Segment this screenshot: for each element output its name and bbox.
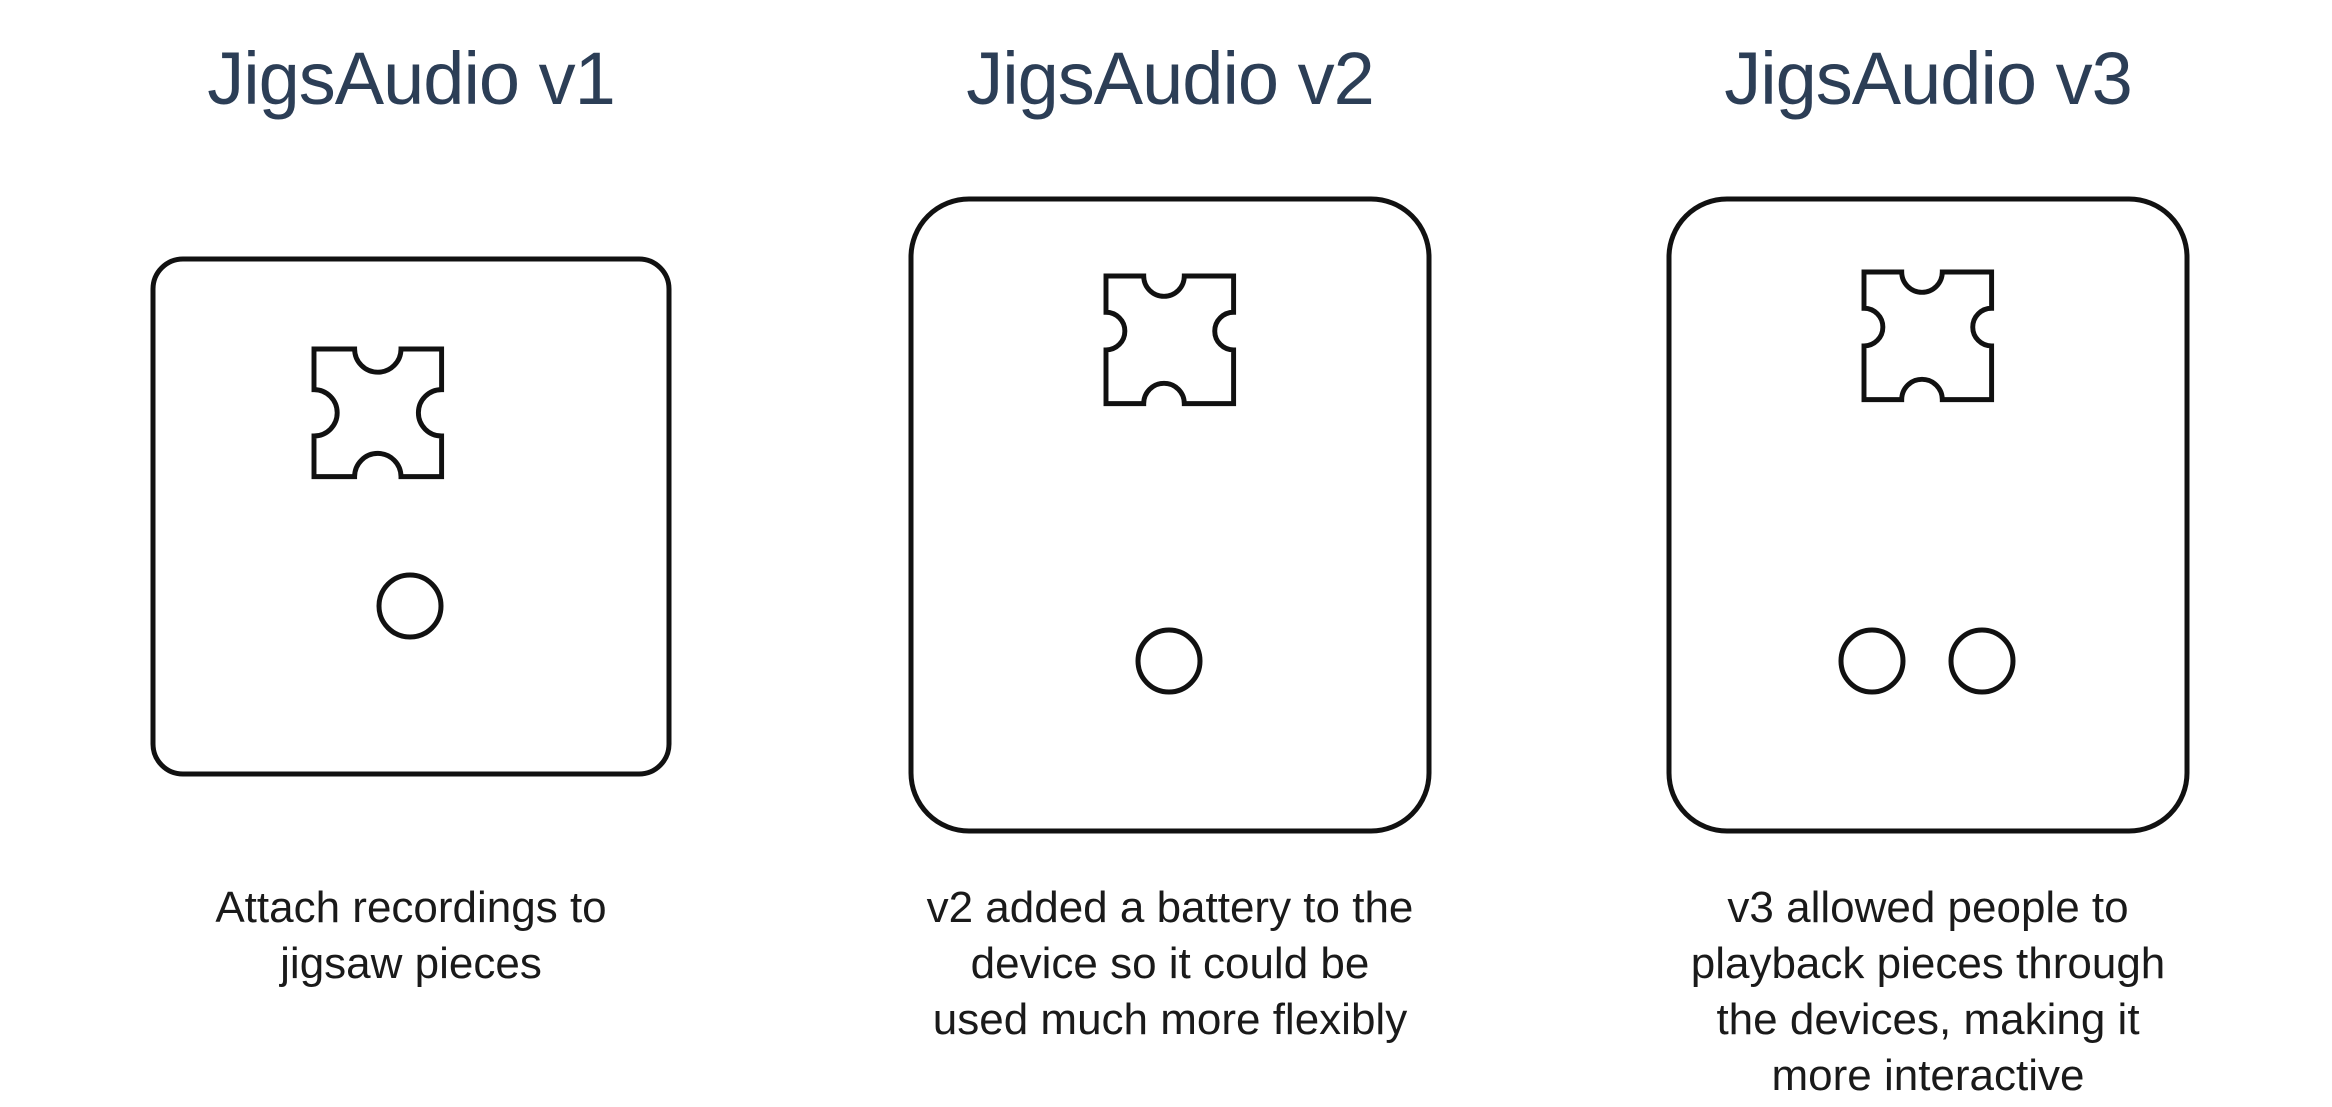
record-button-icon [1838,627,1906,695]
caption-line: v2 added a battery to the [926,883,1414,932]
jigsaw-piece-icon [1861,269,1995,403]
device-illustration-v2 [908,196,1432,834]
version-caption: v3 allowed people to playback pieces thr… [1578,880,2278,1104]
playback-button-icon [1948,627,2016,695]
device-body [150,256,672,777]
version-title: JigsAudio v2 [966,37,1375,120]
jigsaw-piece-icon [1103,273,1237,407]
caption-line: playback pieces through [1690,939,2166,988]
caption-line: device so it could be [970,939,1370,988]
version-caption: v2 added a battery to the device so it c… [820,880,1520,1048]
version-title: JigsAudio v3 [1724,37,2133,120]
version-title: JigsAudio v1 [207,37,616,120]
device-body [908,196,1432,834]
caption-line: jigsaw pieces [280,939,542,988]
jigsaw-piece-icon [311,346,445,480]
caption-line: used much more flexibly [932,995,1408,1044]
device-body [1666,196,2190,834]
record-button-icon [1135,627,1203,695]
caption-line: v3 allowed people to [1727,883,2129,932]
caption-line: the devices, making it [1716,995,2140,1044]
device-illustration-v1 [150,256,672,777]
version-column-v1: JigsAudio v1 Attach recordings to jigsaw… [61,0,761,1107]
version-column-v3: JigsAudio v3 v3 allowed people to playba… [1578,0,2278,1107]
caption-line: Attach recordings to [215,883,607,932]
version-column-v2: JigsAudio v2 v2 added a battery to the d… [820,0,1520,1107]
caption-line: more interactive [1771,1051,2085,1100]
device-illustration-v3 [1666,196,2190,834]
version-caption: Attach recordings to jigsaw pieces [61,880,761,992]
record-button-icon [376,572,444,640]
